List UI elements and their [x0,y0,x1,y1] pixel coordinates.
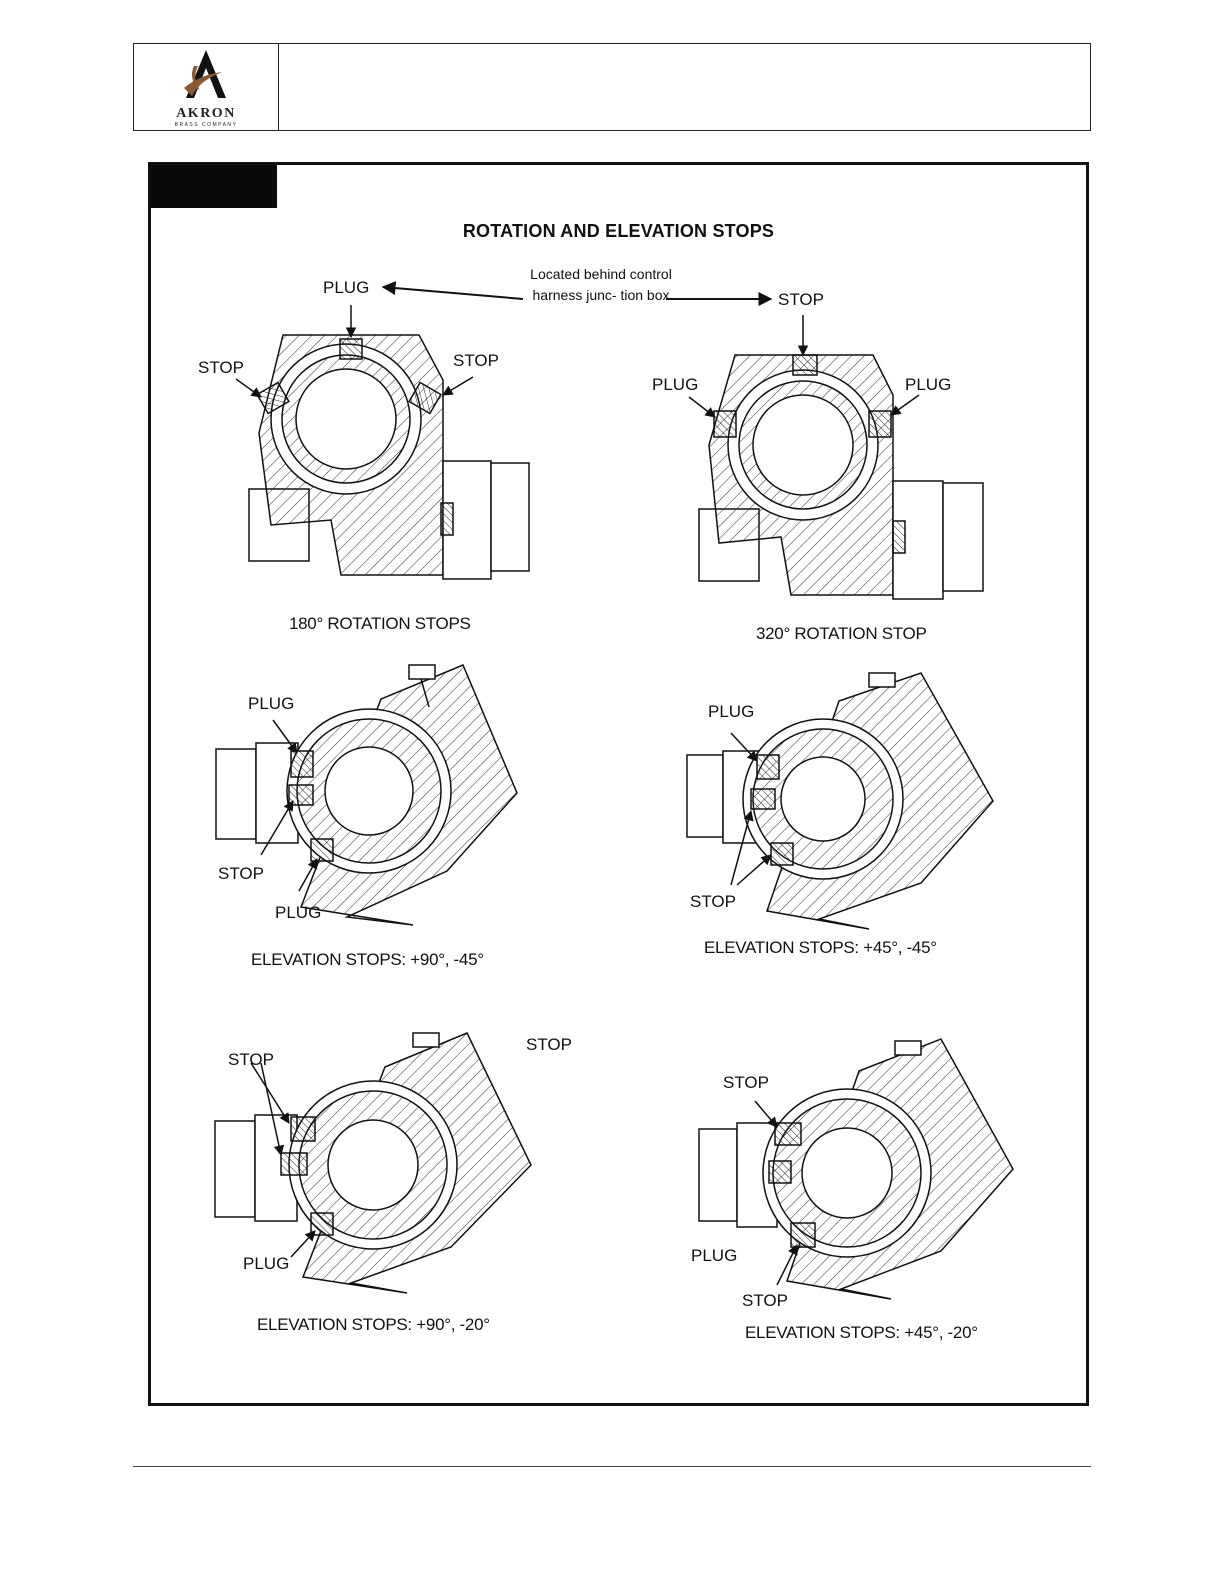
e4520-caption: ELEVATION STOPS: +45°, -20° [745,1323,978,1342]
r320-caption: 320° ROTATION STOP [756,624,927,643]
r180-label-stop-right: STOP [453,351,499,370]
e9045-caption: ELEVATION STOPS: +90°, -45° [251,950,484,969]
e4545-label-stop: STOP [690,892,736,911]
r320-label-plug-right: PLUG [905,375,952,394]
rotation-320-drawing [698,354,984,600]
figure-frame: ROTATION AND ELEVATION STOPS Located beh… [148,162,1089,1406]
e9045-label-plug-bottom: PLUG [275,903,322,922]
r180-label-stop-left: STOP [198,358,244,377]
logo-cell: AKRON BRASS COMPANY [134,44,279,130]
r320-label-plug-left: PLUG [652,375,699,394]
e9045-label-plug-top: PLUG [248,694,295,713]
e9020-label-stop: STOP [228,1050,274,1069]
e9020-label-stop-stray: STOP [526,1035,572,1054]
elevation-90-45-drawing [215,664,518,926]
r180-label-plug: PLUG [323,278,370,297]
document-header: AKRON BRASS COMPANY [133,43,1091,131]
e9045-label-stop: STOP [218,864,264,883]
figure-tab [151,165,277,208]
elevation-90-20-drawing [214,1032,532,1294]
footer-rule [133,1466,1091,1467]
figure-title: ROTATION AND ELEVATION STOPS [462,221,775,241]
r320-label-stop: STOP [778,290,824,309]
note-arrow-left [381,281,524,300]
elevation-45-45-drawing [686,672,994,930]
e4520-label-plug: PLUG [691,1246,738,1265]
r180-caption: 180° ROTATION STOPS [289,614,471,633]
e4520-label-stop-top: STOP [723,1073,769,1092]
junction-box-note: Located behind control harness junc- tio… [530,266,672,303]
logo-wordmark: AKRON [176,106,236,121]
akron-logo-icon [184,50,226,98]
e4520-label-stop-bottom: STOP [742,1291,788,1310]
logo-subtext: BRASS COMPANY [174,122,238,128]
e9020-caption: ELEVATION STOPS: +90°, -20° [257,1315,490,1334]
elevation-45-20-drawing [698,1038,1014,1300]
diagram-art [214,281,1014,1300]
rotation-180-drawing [248,334,530,580]
e9020-label-plug: PLUG [243,1254,290,1273]
e4545-label-plug: PLUG [708,702,755,721]
e4545-caption: ELEVATION STOPS: +45°, -45° [704,938,937,957]
